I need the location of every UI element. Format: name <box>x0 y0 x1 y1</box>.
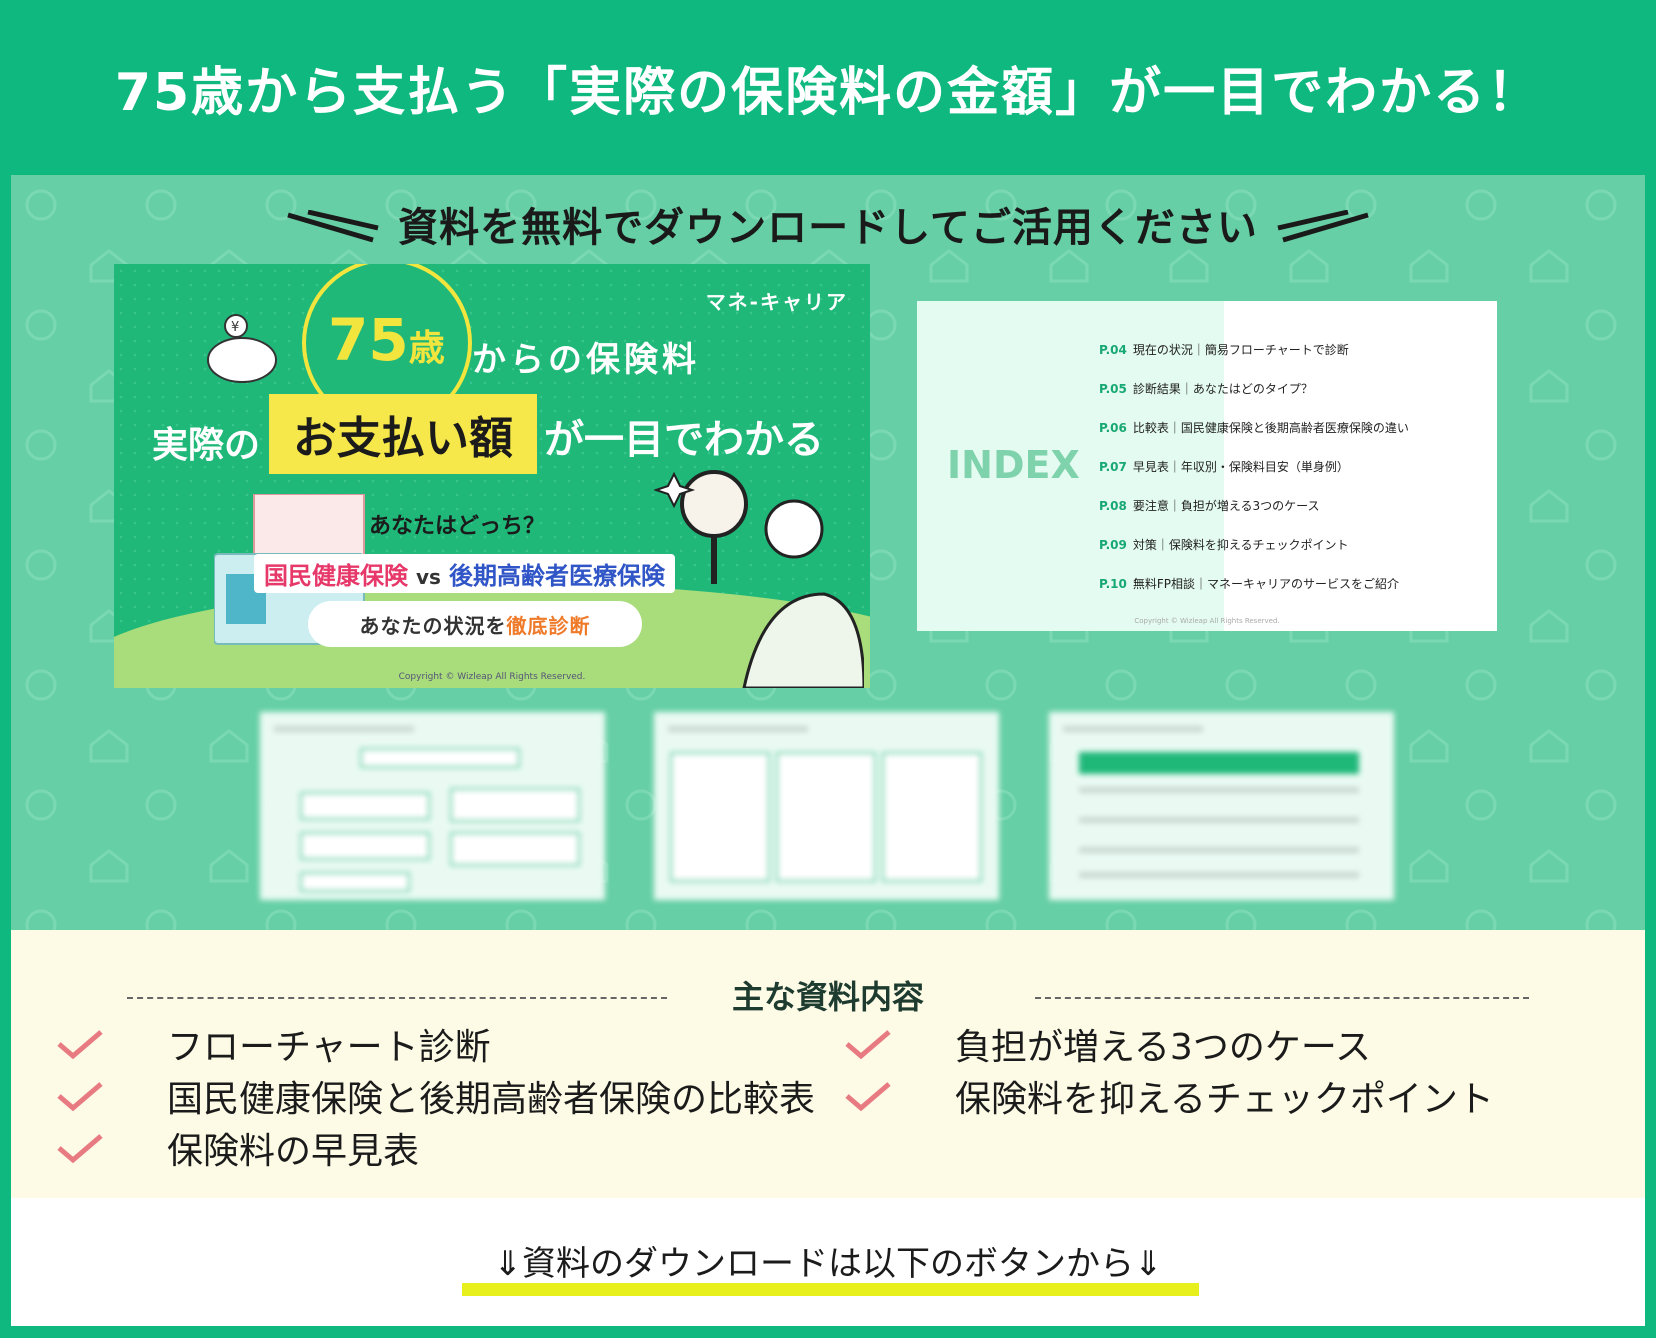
age-number: 75歳 <box>328 306 445 374</box>
check-icon <box>57 1082 103 1112</box>
header: 75歳から支払う「実際の保険料の金額」が一目でわかる！ <box>0 0 1656 175</box>
diagnosis-pill: あなたの状況を徹底診断 <box>308 601 642 647</box>
piggy-bank-icon: ¥ <box>207 314 277 383</box>
divider-left <box>127 997 667 999</box>
highlight-underline <box>462 1283 1199 1296</box>
cover-copyright: Copyright © Wizleap All Rights Reserved. <box>398 672 586 682</box>
index-label: INDEX <box>947 443 1080 487</box>
cover-title-pre: 実際の <box>152 425 261 466</box>
content-item: 保険料の早見表 <box>55 1122 419 1174</box>
download-note-section: ⇓資料のダウンロードは以下のボタンから⇓ <box>11 1198 1645 1326</box>
cover-highlight: お支払い額 <box>269 394 537 474</box>
vs-label: vs <box>416 565 441 589</box>
person-with-magnifier-icon <box>654 470 864 688</box>
subhead: 資料を無料でダウンロードしてご活用ください <box>11 195 1645 253</box>
index-left-band <box>917 301 1224 631</box>
contents-title: 主な資料内容 <box>731 978 924 1016</box>
check-icon <box>845 1030 891 1060</box>
index-copyright: Copyright © Wizleap All Rights Reserved. <box>1134 617 1280 625</box>
brand-logo: マネ-キャリア <box>705 290 848 314</box>
content-item: 負担が増える3つのケース <box>843 1018 1371 1070</box>
right-slash-icon <box>1277 210 1369 243</box>
contents-section: 主な資料内容 フローチャート診断 国民健康保険と後期高齢者保険の比較表 保険料の… <box>11 930 1645 1198</box>
preview-thumbnail-types <box>654 712 999 900</box>
document-cover: マネ-キャリア ¥ 75歳 からの保険料 実際の お支払い額 が一目でわかる あ… <box>114 264 870 688</box>
preview-panel: 資料を無料でダウンロードしてご活用ください マネ-キャリア ¥ 75歳 からの保… <box>11 175 1645 930</box>
preview-thumbnail-table <box>1049 712 1394 900</box>
left-slash-icon <box>287 210 379 243</box>
question-text: あなたはどっち？ <box>369 514 546 539</box>
subhead-text: 資料を無料でダウンロードしてご活用ください <box>398 205 1258 251</box>
insurance-b-label: 後期高齢者医療保険 <box>448 562 665 590</box>
content-item: 保険料を抑えるチェックポイント <box>843 1070 1494 1122</box>
svg-text:¥: ¥ <box>231 320 239 335</box>
check-icon <box>845 1082 891 1112</box>
cover-title-post: が一目でわかる <box>544 417 824 463</box>
download-note: ⇓資料のダウンロードは以下のボタンから⇓ <box>493 1244 1163 1284</box>
comparison-label: 国民健康保険 vs 後期高齢者医療保険 <box>254 554 675 593</box>
cover-title-line1: からの保険料 <box>472 340 700 380</box>
content-item: 国民健康保険と後期高齢者保険の比較表 <box>55 1070 815 1122</box>
content-item: フローチャート診断 <box>55 1018 491 1070</box>
preview-thumbnail-flowchart <box>260 712 605 900</box>
page-title: 75歳から支払う「実際の保険料の金額」が一目でわかる！ <box>114 63 1542 123</box>
insurance-a-label: 国民健康保険 <box>264 562 408 590</box>
divider-right <box>1035 997 1529 999</box>
check-icon <box>57 1030 103 1060</box>
check-icon <box>57 1134 103 1164</box>
